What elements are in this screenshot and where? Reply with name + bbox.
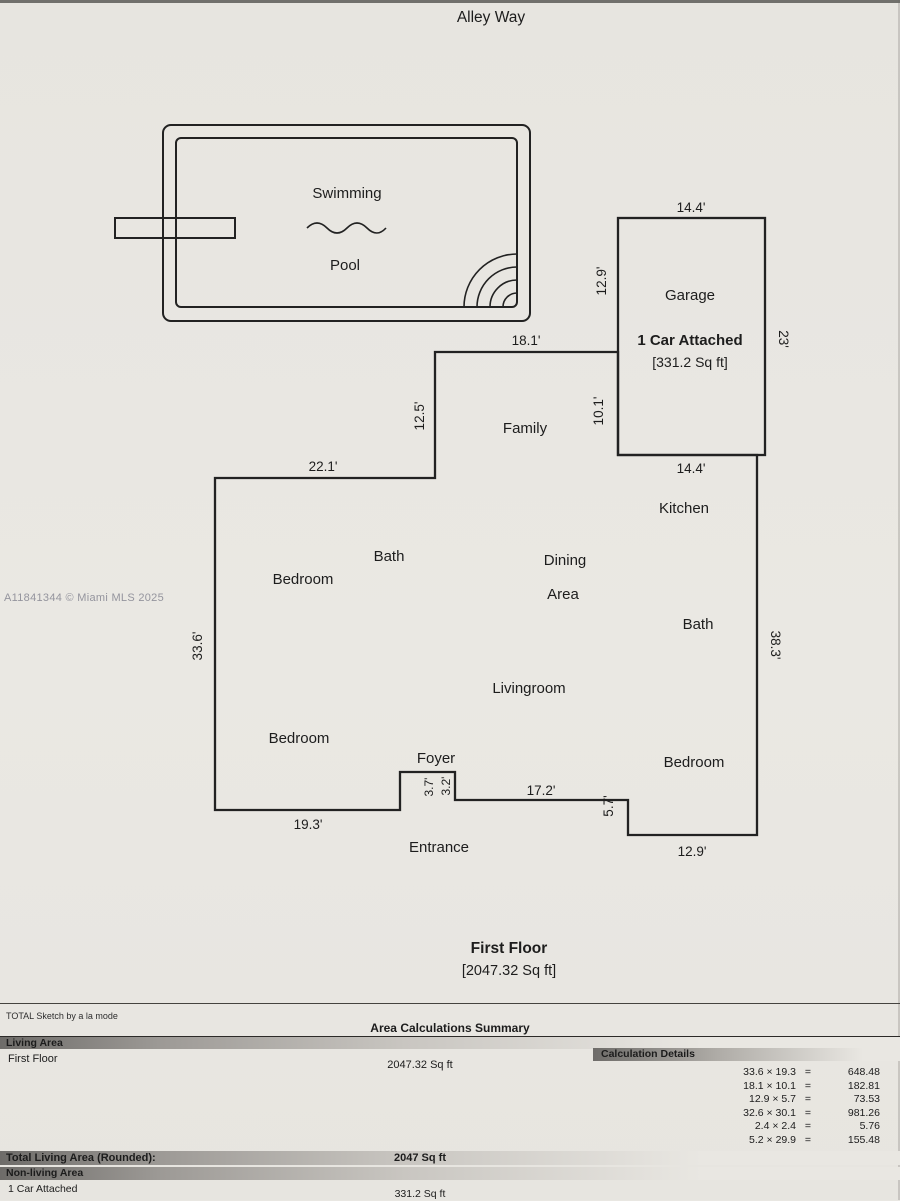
dim-notch: 5.7': [601, 795, 616, 816]
room-bath-right: Bath: [683, 616, 714, 633]
dim-bottom-right: 12.9': [678, 844, 707, 859]
calc-result: 182.81: [847, 1079, 880, 1092]
pool-label-line2: Pool: [330, 257, 360, 274]
room-family: Family: [503, 420, 548, 437]
calc-expression: 33.6 × 19.3: [743, 1066, 796, 1078]
dim-upper-left: 22.1': [309, 459, 338, 474]
room-dining-line2: Area: [547, 586, 579, 603]
room-kitchen: Kitchen: [659, 500, 709, 517]
scan-top-edge: [0, 0, 900, 3]
garage-dim-left-upper: 12.9': [594, 267, 609, 296]
calc-line: 18.1 × 10.1 = 182.81: [600, 1080, 880, 1094]
sketch-credit: TOTAL Sketch by a la mode: [6, 1011, 118, 1021]
calc-line: 33.6 × 19.3 = 648.48: [600, 1066, 880, 1080]
garage-area-label: [331.2 Sq ft]: [652, 354, 728, 370]
calc-line: 5.2 × 29.9 = 155.48: [600, 1134, 880, 1148]
calc-expression: 18.1 × 10.1: [743, 1079, 796, 1092]
calc-expression: 32.6 × 30.1: [743, 1106, 796, 1119]
garage-room-label: Garage: [665, 287, 715, 304]
calc-result: 155.48: [847, 1133, 880, 1146]
first-floor-label: First Floor: [8, 1053, 58, 1065]
dim-foyer-left: 3.7': [422, 778, 436, 797]
garage-type-label: 1 Car Attached: [637, 332, 742, 349]
pool-steps-arc-2: [489, 279, 518, 308]
room-livingroom: Livingroom: [492, 680, 565, 697]
room-entrance: Entrance: [409, 839, 469, 856]
room-foyer: Foyer: [417, 750, 455, 767]
pool-steps-arc-4: [463, 253, 518, 308]
garage-dim-top: 14.4': [677, 200, 706, 215]
floor-title: First Floor: [471, 940, 548, 957]
equals-sign: =: [804, 1093, 812, 1105]
calc-line: 32.6 × 30.1 = 981.26: [600, 1107, 880, 1121]
pool-label-line1: Swimming: [312, 185, 381, 202]
calculation-details-list: 33.6 × 19.3 = 648.48 18.1 × 10.1 = 182.8…: [600, 1066, 880, 1147]
calc-result: 648.48: [847, 1066, 880, 1078]
diving-board: [114, 217, 236, 239]
pool-steps-arc-3: [476, 266, 518, 308]
equals-sign: =: [804, 1079, 812, 1092]
room-bedroom-lower: Bedroom: [269, 730, 330, 747]
floor-area-label: [2047.32 Sq ft]: [462, 963, 556, 979]
calc-line: 12.9 × 5.7 = 73.53: [600, 1093, 880, 1107]
calc-line: 2.4 × 2.4 = 5.76: [600, 1120, 880, 1134]
scan-right-edge: [898, 0, 900, 1200]
total-living-area-value: 2047 Sq ft: [394, 1152, 446, 1164]
dim-bottom-middle: 17.2': [527, 783, 556, 798]
equals-sign: =: [804, 1120, 812, 1132]
calc-expression: 12.9 × 5.7: [749, 1093, 796, 1105]
dim-foyer-right: 3.2': [439, 777, 453, 796]
pool-water-squiggle: [306, 222, 387, 234]
summary-title: Area Calculations Summary: [370, 1021, 530, 1035]
dim-bottom-left: 19.3': [294, 817, 323, 832]
calc-result: 981.26: [847, 1106, 880, 1119]
calc-expression: 5.2 × 29.9: [749, 1133, 796, 1146]
mls-watermark: A11841344 © Miami MLS 2025: [4, 592, 165, 604]
pool-outer-wall: [162, 124, 531, 322]
dim-right: 38.3': [768, 631, 783, 660]
pool-steps-arc-1: [502, 292, 518, 308]
house-outline: [213, 350, 759, 837]
room-dining-line1: Dining: [544, 552, 587, 569]
nonliving-area-header: Non-living Area: [0, 1167, 900, 1180]
room-bedroom-right: Bedroom: [664, 754, 725, 771]
calc-result: 73.53: [853, 1093, 880, 1105]
room-bath-upper: Bath: [374, 548, 405, 565]
equals-sign: =: [804, 1066, 812, 1078]
nonliving-item-label: 1 Car Attached: [8, 1183, 78, 1195]
total-living-area-label: Total Living Area (Rounded):: [6, 1152, 156, 1164]
dim-top: 18.1': [512, 333, 541, 348]
calc-result: 5.76: [859, 1120, 880, 1132]
garage-dim-left-lower: 10.1': [591, 397, 606, 426]
equals-sign: =: [804, 1133, 812, 1146]
first-floor-area-value: 2047.32 Sq ft: [387, 1059, 453, 1071]
room-bedroom-upper: Bedroom: [273, 571, 334, 588]
street-label: Alley Way: [457, 9, 526, 26]
total-living-area-row: Total Living Area (Rounded): 2047 Sq ft: [0, 1151, 900, 1165]
nonliving-item-value: 331.2 Sq ft: [394, 1188, 446, 1200]
equals-sign: =: [804, 1106, 812, 1119]
dim-family-left: 12.5': [412, 402, 427, 431]
living-area-header: Living Area: [0, 1036, 900, 1049]
calc-expression: 2.4 × 2.4: [754, 1120, 796, 1132]
pool-inner-wall: [175, 137, 518, 308]
area-calculations-summary: TOTAL Sketch by a la mode Area Calculati…: [0, 1003, 900, 1201]
dim-left: 33.6': [190, 632, 205, 661]
calculation-details-header: Calculation Details: [593, 1048, 900, 1061]
garage-dim-right: 23': [776, 330, 791, 348]
garage-dim-bottom: 14.4': [677, 461, 706, 476]
floor-plan-drawing: Alley Way Swimming Pool 14.4' 23' 12.9' …: [114, 9, 791, 979]
